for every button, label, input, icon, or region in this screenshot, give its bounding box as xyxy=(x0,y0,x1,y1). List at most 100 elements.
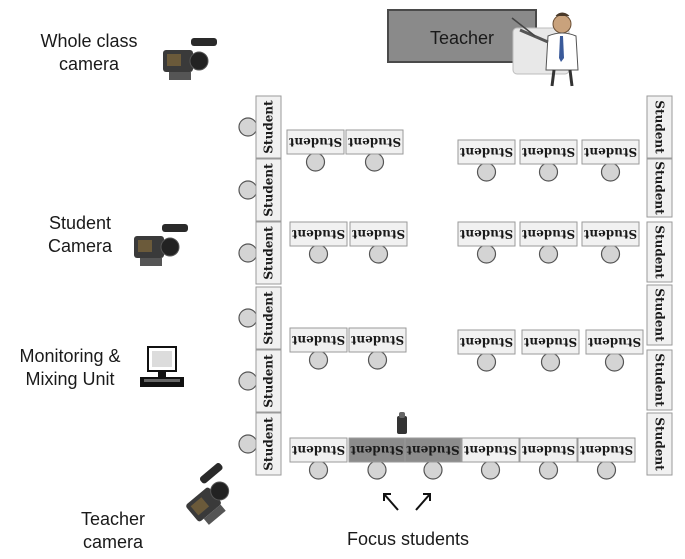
student-chair xyxy=(368,244,389,264)
desk-surface xyxy=(255,412,282,476)
student-camera-label-line1: Student xyxy=(48,213,112,233)
desk-surface xyxy=(349,221,408,247)
desk-surface xyxy=(519,221,578,247)
whole-class-camera-label: Whole class camera xyxy=(14,30,164,76)
student-chair xyxy=(238,308,258,328)
student-desk: Student xyxy=(457,329,516,372)
student-desk: Student xyxy=(519,221,578,264)
student-chair xyxy=(238,434,258,454)
student-chair xyxy=(238,371,258,391)
focus-students-label: Focus students xyxy=(346,529,470,549)
student-desk: Student xyxy=(457,139,516,182)
student-chair xyxy=(367,460,387,480)
student-chair xyxy=(308,244,329,264)
teacher-camera-label-line1: Teacher xyxy=(80,509,146,529)
whole-class-camera-label-line2: camera xyxy=(58,54,120,74)
desk-label: Student xyxy=(587,335,641,349)
desk-label: Student xyxy=(653,161,667,215)
desk-label: Student xyxy=(521,443,575,457)
teacher-camera-label: Teacher camera xyxy=(48,508,178,554)
student-desk: Student xyxy=(581,221,640,264)
student-chair xyxy=(480,460,501,480)
student-desks: StudentStudentStudentStudentStudentStude… xyxy=(238,95,673,480)
student-chair xyxy=(476,352,497,372)
desk-label: Student xyxy=(291,443,345,457)
student-desk: Student xyxy=(289,437,348,480)
desk-label: Student xyxy=(350,443,404,457)
student-chair xyxy=(367,350,388,370)
student-chair xyxy=(538,460,559,480)
desk-surface xyxy=(255,221,282,285)
student-chair xyxy=(600,244,621,264)
desk-surface xyxy=(577,437,636,463)
desk-surface xyxy=(646,95,673,159)
student-desk: Student xyxy=(521,329,580,372)
student-chair xyxy=(308,350,329,370)
student-desk: Student xyxy=(289,327,348,370)
desk-label: Student xyxy=(653,353,667,407)
student-desk: Student xyxy=(581,139,640,182)
desk-label: Student xyxy=(653,288,667,342)
desk-label: Student xyxy=(406,443,460,457)
desk-surface xyxy=(255,158,282,222)
student-desk: Student xyxy=(577,437,636,480)
desk-surface xyxy=(585,329,644,355)
desk-label: Student xyxy=(583,227,637,241)
teacher-board xyxy=(387,9,537,63)
student-chair xyxy=(540,352,561,372)
student-desk: Student xyxy=(289,221,348,264)
desk-label: Student xyxy=(463,443,517,457)
desk-label: Student xyxy=(459,145,513,159)
student-chair xyxy=(308,460,329,480)
student-chair xyxy=(476,162,497,182)
desk-label: Student xyxy=(291,227,345,241)
desk-label: Student xyxy=(262,100,276,154)
student-desk: Student xyxy=(461,437,520,480)
desk-label: Student xyxy=(459,227,513,241)
desk-surface xyxy=(404,437,462,463)
student-desk: Student xyxy=(238,158,282,222)
desk-surface xyxy=(646,221,673,283)
student-desk: Student xyxy=(646,412,673,476)
desk-label: Student xyxy=(523,335,577,349)
student-desk: Student xyxy=(238,349,282,413)
desk-surface xyxy=(255,286,282,350)
student-desk: Student xyxy=(238,286,282,350)
desk-label: Student xyxy=(653,225,667,279)
monitoring-label-line2: Mixing Unit xyxy=(25,369,115,389)
student-desk: Student xyxy=(238,221,282,285)
desk-surface xyxy=(457,221,516,247)
desk-label: Student xyxy=(351,227,405,241)
desk-label: Student xyxy=(459,335,513,349)
microphone-icon xyxy=(397,412,407,434)
desk-surface xyxy=(289,327,348,353)
desk-label: Student xyxy=(653,100,667,154)
focus-arrows xyxy=(383,493,431,511)
video-camera-icon xyxy=(163,38,217,80)
student-chair xyxy=(423,460,443,480)
student-chair xyxy=(538,244,559,264)
student-chair xyxy=(238,243,258,263)
student-desk: Student xyxy=(585,329,644,372)
student-chair xyxy=(305,152,326,172)
desk-surface xyxy=(255,349,282,413)
student-camera-label-line2: Camera xyxy=(47,236,113,256)
teacher-camera-label-line2: camera xyxy=(82,532,144,552)
desk-label: Student xyxy=(262,354,276,408)
desk-label: Student xyxy=(262,291,276,345)
student-camera-label: Student Camera xyxy=(10,212,150,258)
desk-surface xyxy=(345,129,404,155)
desk-surface xyxy=(646,412,673,476)
student-desk: Student xyxy=(646,95,673,159)
desk-surface xyxy=(348,327,407,353)
monitoring-label: Monitoring & Mixing Unit xyxy=(2,345,138,391)
student-desk: Student xyxy=(345,129,404,172)
student-chair xyxy=(238,117,258,137)
desk-surface xyxy=(289,221,348,247)
student-desk: Student xyxy=(238,95,282,159)
desk-surface xyxy=(457,139,516,165)
desk-label: Student xyxy=(262,226,276,280)
desk-surface xyxy=(348,437,406,463)
desk-surface xyxy=(519,139,578,165)
